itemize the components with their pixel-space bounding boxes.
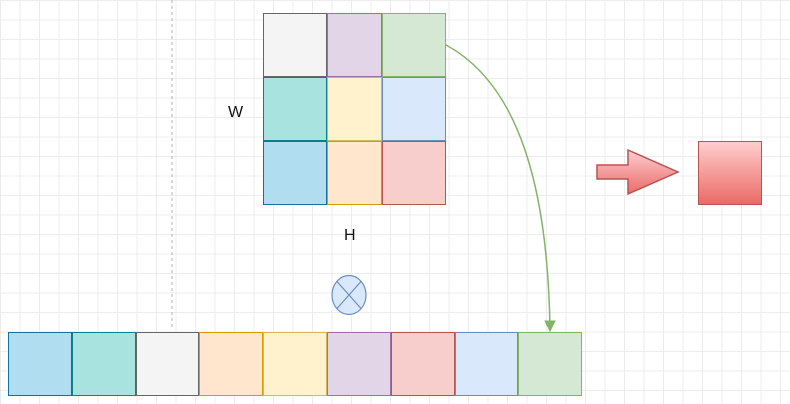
strip-cell: [518, 332, 583, 396]
output-block: [698, 141, 762, 205]
matrix-cell: [263, 77, 327, 141]
circled-times-icon: [331, 274, 367, 316]
strip-cell: [71, 332, 136, 396]
matrix-cell: [327, 77, 382, 141]
matrix-cell: [263, 13, 327, 77]
strip-cell: [8, 332, 72, 396]
matrix-cell: [382, 141, 446, 205]
strip-cell: [135, 332, 200, 396]
strip-cell: [263, 332, 327, 396]
strip-cell: [327, 332, 391, 396]
width-label: W: [228, 104, 244, 121]
strip-cell: [199, 332, 264, 396]
matrix-cell: [263, 141, 327, 205]
matrix-cell: [327, 13, 382, 77]
strip-cell: [454, 332, 519, 396]
height-label: H: [344, 227, 356, 244]
strip-cell: [390, 332, 455, 396]
right-block-arrow-icon: [596, 148, 680, 196]
matrix-cell: [327, 141, 382, 205]
matrix-cell: [382, 13, 446, 77]
connector-arrowhead-icon: [544, 320, 556, 333]
matrix-cell: [382, 77, 446, 141]
curved-connector-arrow: [445, 44, 551, 331]
